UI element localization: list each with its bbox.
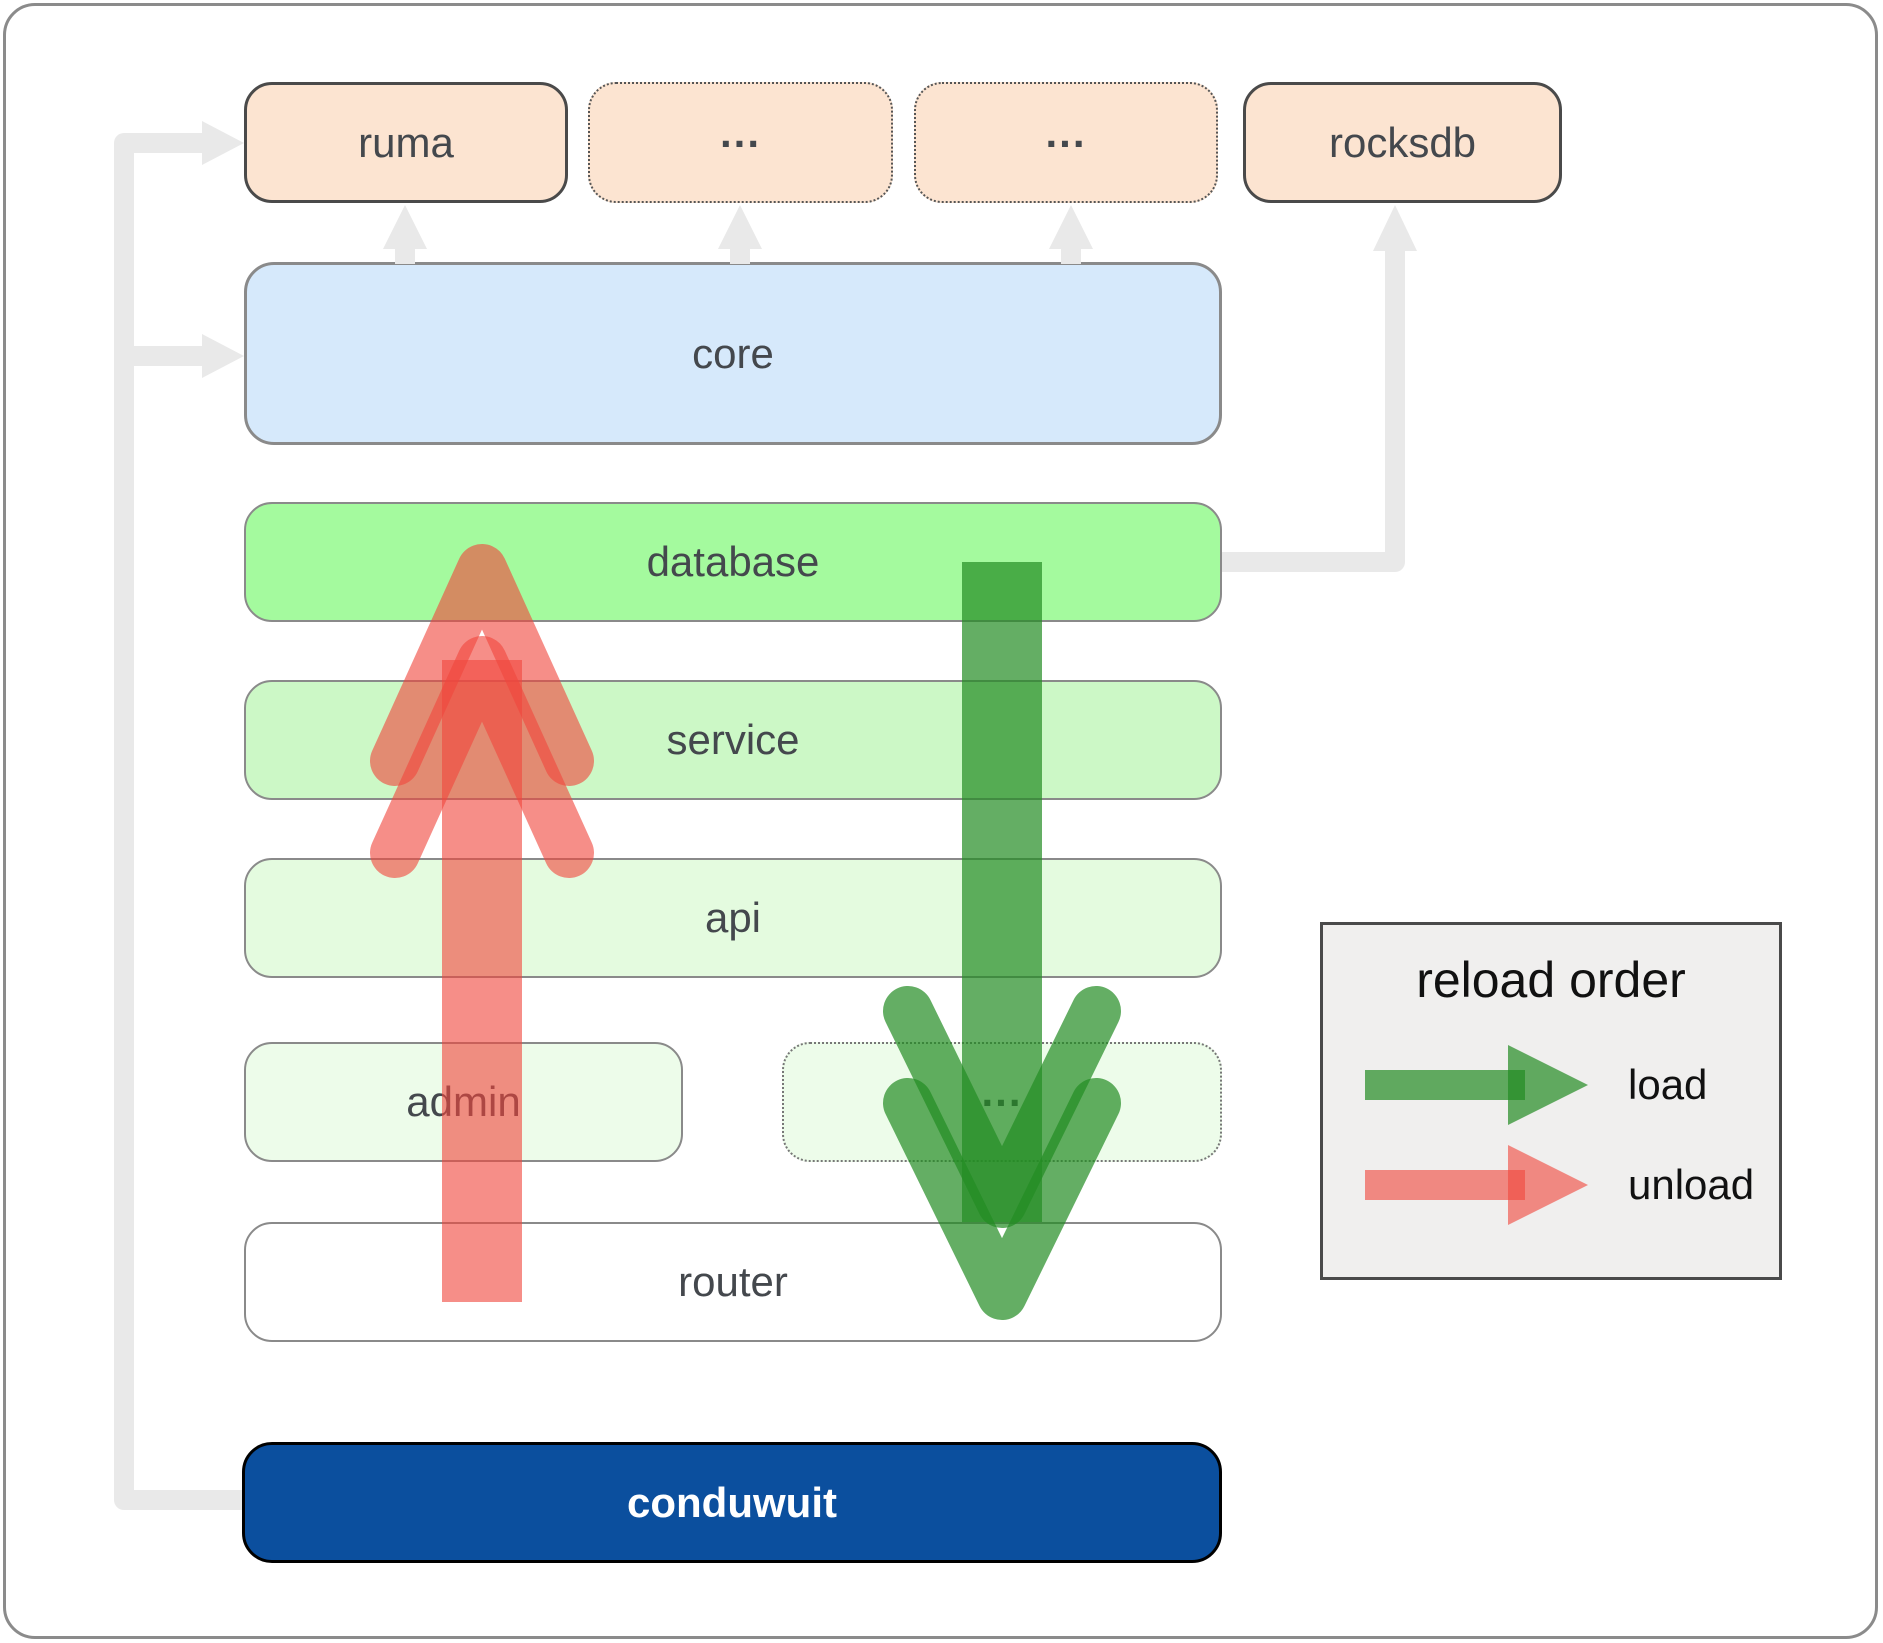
box-ellipsis-top-2: ... — [914, 82, 1218, 203]
box-ruma-label: ruma — [358, 118, 454, 166]
box-ellipsis-top-2-label: ... — [1045, 108, 1087, 156]
box-ruma: ruma — [244, 82, 568, 203]
box-conduwuit-label: conduwuit — [627, 1478, 837, 1526]
box-router-label: router — [678, 1258, 788, 1305]
box-database-label: database — [646, 538, 820, 585]
legend-load-arrow-icon — [1365, 1045, 1588, 1125]
box-ellipsis-top-1-label: ... — [719, 108, 761, 156]
box-conduwuit: conduwuit — [242, 1442, 1222, 1563]
box-ellipsis-module-label: ... — [981, 1068, 1023, 1115]
legend-title: reload order — [1416, 952, 1686, 1008]
legend-load-label: load — [1628, 1061, 1708, 1108]
box-database: database — [244, 502, 1222, 622]
legend-unload-label: unload — [1628, 1161, 1755, 1208]
box-rocksdb: rocksdb — [1243, 82, 1562, 203]
box-api: api — [244, 858, 1222, 978]
box-admin-label: admin — [406, 1078, 521, 1125]
box-ellipsis-top-1: ... — [588, 82, 893, 203]
box-core: core — [244, 262, 1222, 445]
box-router: router — [244, 1222, 1222, 1342]
legend: reload order load unload — [1320, 922, 1782, 1280]
box-service-label: service — [666, 716, 800, 763]
box-service: service — [244, 680, 1222, 800]
box-rocksdb-label: rocksdb — [1328, 118, 1477, 166]
outer-frame — [3, 3, 1878, 1639]
box-api-label: api — [704, 894, 762, 941]
legend-unload-arrow-icon — [1365, 1145, 1588, 1225]
box-admin: admin — [244, 1042, 683, 1162]
box-core-label: core — [692, 329, 774, 377]
box-ellipsis-module: ... — [782, 1042, 1222, 1162]
